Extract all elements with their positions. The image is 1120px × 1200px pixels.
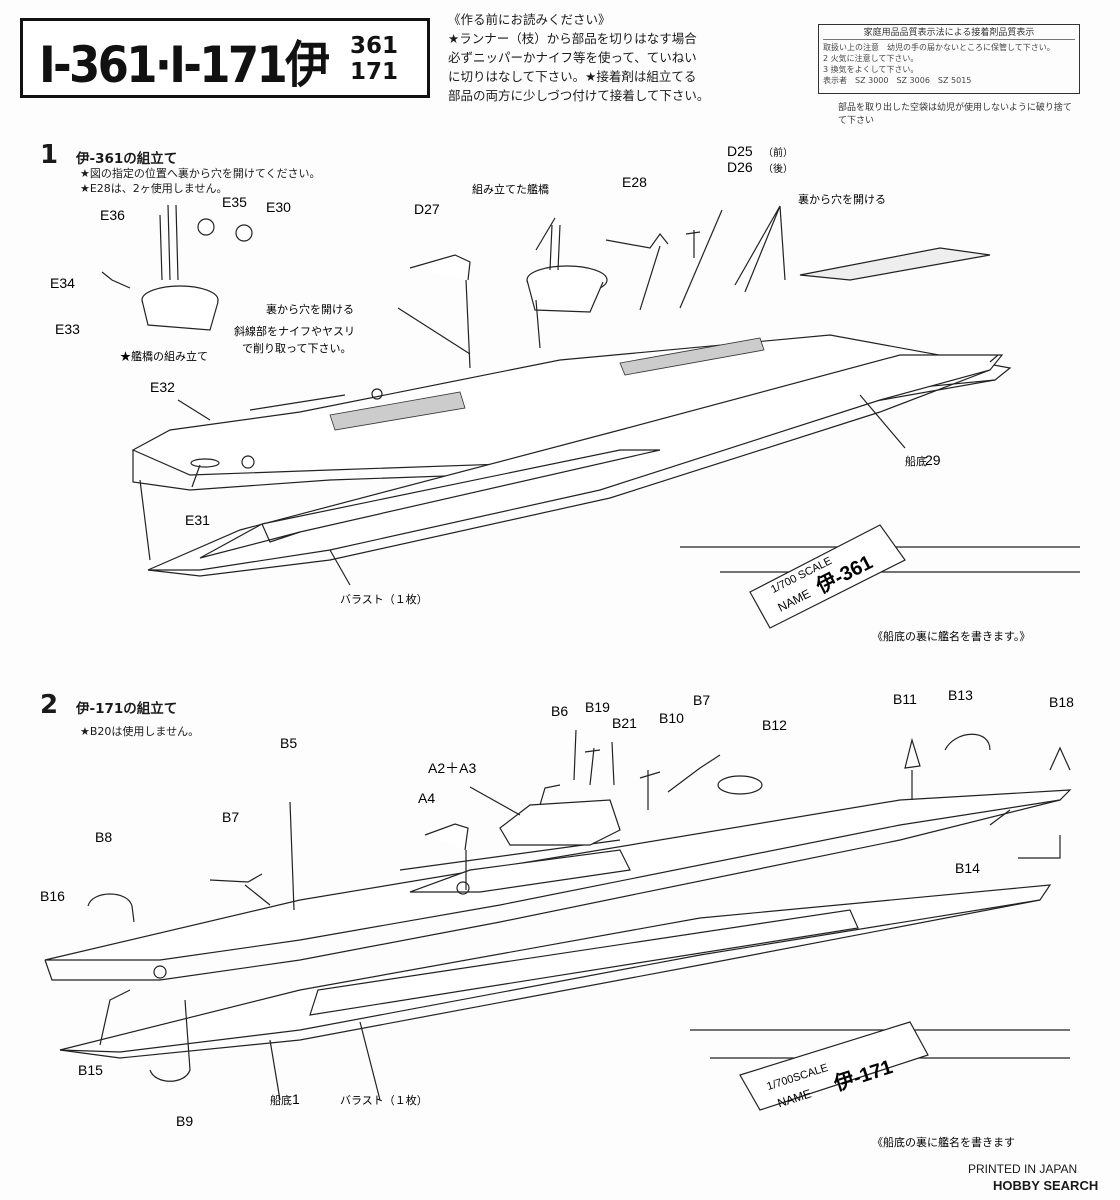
label-knife-1: 斜線部をナイフやヤスリ	[234, 324, 355, 338]
intro-line: ★ランナー（枝）から部品を切りはなす場合	[448, 31, 697, 46]
bag-warning: 部品を取り出した空袋は幼児が使用しないように破り捨てて下さい	[838, 103, 1072, 126]
intro-notes: 《作る前にお読みください》 ★ランナー（枝）から部品を切りはなす場合 必ずニッパ…	[448, 10, 758, 105]
label-hull-bottom-num: 29	[925, 452, 941, 468]
label-assembled-bridge: 組み立てた艦橋	[472, 182, 549, 196]
label-b8: B8	[95, 829, 112, 845]
label-e36: E36	[100, 207, 125, 223]
step1-number: 1	[40, 140, 59, 170]
label-b16: B16	[40, 888, 65, 904]
step2-title: 伊-171の組立て	[76, 701, 178, 717]
label-e34: E34	[50, 275, 75, 291]
step1-footer-note: 《船底の裏に艦名を書きます。》	[872, 629, 1030, 643]
label-d27: D27	[414, 201, 440, 217]
step2-footer-note: 《船底の裏に艦名を書きます	[872, 1135, 1015, 1149]
quality-row: 表示者 SZ 3000 SZ 3006 SZ 5015	[823, 76, 972, 85]
label-b19: B19	[585, 699, 610, 715]
title-box: I-361·I-171伊 361 171	[20, 18, 430, 98]
label-e32: E32	[150, 379, 175, 395]
printed-in-japan: PRINTED IN JAPAN	[968, 1162, 1078, 1176]
intro-heading: 《作る前にお読みください》	[448, 12, 611, 27]
quality-row: 3 換気をよくして下さい。	[823, 65, 919, 74]
label-b9: B9	[176, 1113, 193, 1129]
label-e35: E35	[222, 194, 247, 210]
label-b15: B15	[78, 1062, 103, 1078]
quality-title: 家庭用品品質表示法による接着剤品質表示	[823, 28, 1075, 40]
label-b7-right: B7	[693, 692, 710, 708]
watermark: HOBBY SEARCH	[993, 1178, 1098, 1193]
label-a2a3: A2＋A3	[428, 760, 476, 776]
label-b10: B10	[659, 710, 684, 726]
label-ballast: バラスト（１枚）	[340, 592, 428, 606]
intro-line: 必ずニッパーかナイフ等を使って、ていねい	[448, 50, 697, 65]
quality-row: 2 火気に注意して下さい。	[823, 54, 919, 63]
step2-diagram: B5 B6 B19 B21 B10 B7 B12 B11 B13 B18 A2＋…	[40, 687, 1074, 1149]
label-e33: E33	[55, 321, 80, 337]
intro-line: 部品の両方に少しづつ付けて接着して下さい。	[448, 88, 710, 103]
label-b11: B11	[893, 691, 917, 707]
step1-title: 伊-361の組立て	[76, 151, 178, 167]
label-hull-bottom: 船底	[905, 454, 927, 468]
step2-note: ★B20は使用しません。	[80, 725, 200, 738]
label-b21: B21	[612, 715, 637, 731]
label-b6: B6	[551, 703, 568, 719]
label-holes-right: 裏から穴を開ける	[798, 192, 886, 206]
step1-diagram: E36 E35 E30 E34 E33 ★艦橋の組み立て E32 E31 D27…	[50, 143, 1080, 643]
label-b14: B14	[955, 860, 980, 876]
watermark-text: HOBBY SEARCH	[993, 1178, 1099, 1193]
step1-note: ★E28は、2ヶ使用しません。	[80, 182, 228, 195]
page-title: I-361·I-171伊	[39, 36, 330, 94]
label-d25-note: （前）	[763, 146, 793, 159]
label-d25: D25	[727, 143, 753, 159]
label-b7-left: B7	[222, 809, 239, 825]
label-b12: B12	[762, 717, 787, 733]
intro-line: に切りはなして下さい。★接着剤は組立てる	[448, 69, 697, 84]
label-knife-2: で削り取って下さい。	[242, 341, 351, 355]
bridge-assembly-note: ★艦橋の組み立て	[120, 349, 208, 363]
label-e31: E31	[185, 512, 210, 528]
label-b5: B5	[280, 735, 297, 751]
title-sub-bottom: 171	[350, 59, 399, 85]
label-d26: D26	[727, 159, 753, 175]
title-sub-top: 361	[350, 33, 399, 59]
adhesive-quality-label: 家庭用品品質表示法による接着剤品質表示 取扱い上の注意 幼児の手の届かないところ…	[818, 24, 1080, 94]
label-holes-left: 裏から穴を開ける	[266, 302, 354, 316]
label-b18: B18	[1049, 694, 1074, 710]
step1-note: ★図の指定の位置へ裏から穴を開けてください。	[80, 167, 321, 180]
step2-number: 2	[40, 690, 59, 720]
label-ballast: バラスト（１枚）	[340, 1093, 428, 1107]
label-e30: E30	[266, 199, 291, 215]
label-a4: A4	[418, 790, 435, 806]
label-e28: E28	[622, 174, 647, 190]
quality-row: 取扱い上の注意 幼児の手の届かないところに保管して下さい。	[823, 43, 1055, 52]
label-b13: B13	[948, 687, 973, 703]
label-hull-bottom: 船底	[270, 1093, 292, 1107]
label-d26-note: （後）	[763, 162, 793, 175]
label-hull-bottom-num: 1	[292, 1091, 300, 1107]
